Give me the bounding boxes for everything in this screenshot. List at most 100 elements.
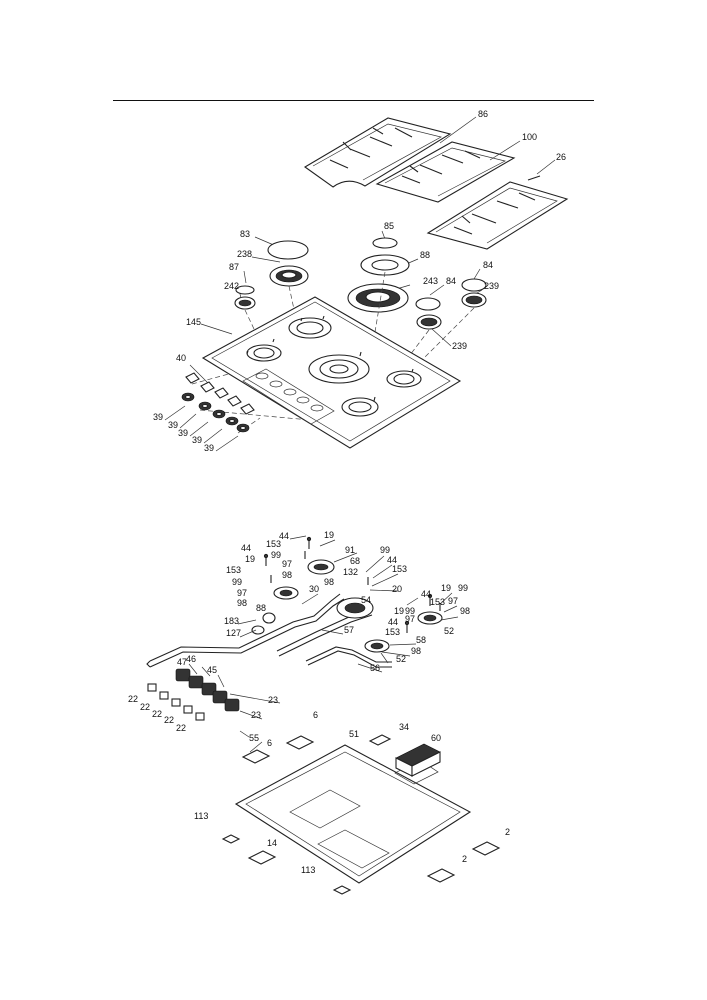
callout-b99b: 99 <box>271 550 281 560</box>
callout-b99d: 99 <box>458 583 468 593</box>
callout-b45: 45 <box>207 665 217 675</box>
callout-b22e: 22 <box>176 723 186 733</box>
callout-b97d: 97 <box>405 614 415 624</box>
callout-b22d: 22 <box>164 715 174 725</box>
callout-b52a: 52 <box>444 626 454 636</box>
callout-c84b: 84 <box>446 276 456 286</box>
callout-b153c: 153 <box>392 564 407 574</box>
callout-b99c: 99 <box>232 577 242 587</box>
callout-b98e: 98 <box>411 646 421 656</box>
burner-head-243 <box>347 283 409 313</box>
burner-cap-87 <box>235 285 255 295</box>
callout-b132: 132 <box>343 567 358 577</box>
callout-c39d: 39 <box>192 435 202 445</box>
callout-b44a: 44 <box>279 531 289 541</box>
callout-b46: 46 <box>186 654 196 664</box>
callout-b2a: 2 <box>505 827 510 837</box>
cooktop-145 <box>201 296 462 449</box>
callout-b19c: 19 <box>441 583 451 593</box>
callout-b113a: 113 <box>194 811 208 821</box>
callout-b54: 54 <box>361 595 371 605</box>
callout-b99a: 99 <box>380 545 390 555</box>
burner-cap-85 <box>372 237 398 249</box>
igniter-block-60 <box>395 743 441 777</box>
burner-cap-83 <box>267 240 309 260</box>
burner-cap-84b <box>415 297 441 311</box>
ring-88 <box>360 254 410 276</box>
brackets <box>221 734 501 895</box>
callout-b20: 20 <box>392 584 402 594</box>
callout-b57: 57 <box>344 625 354 635</box>
callout-b47: 47 <box>177 657 187 667</box>
callout-b6b: 6 <box>267 738 272 748</box>
callout-b14: 14 <box>267 838 277 848</box>
callout-b97c: 97 <box>448 596 458 606</box>
callout-b99e: 99 <box>405 606 415 616</box>
callout-b19a: 19 <box>324 530 334 540</box>
callout-b30: 30 <box>309 584 319 594</box>
callout-b44c: 44 <box>387 555 397 565</box>
callout-b153d: 153 <box>430 597 445 607</box>
callout-b44b: 44 <box>241 543 251 553</box>
callout-c39e: 39 <box>204 443 214 453</box>
callout-b153e: 153 <box>385 627 400 637</box>
callout-b60: 60 <box>431 733 441 743</box>
callout-b98c: 98 <box>237 598 247 608</box>
callout-c83: 83 <box>240 229 250 239</box>
callout-b127: 127 <box>226 628 241 638</box>
callout-b91: 91 <box>345 545 355 555</box>
callout-c84a: 84 <box>483 260 493 270</box>
callout-c100: 100 <box>522 132 537 142</box>
callout-c39a: 39 <box>153 412 163 422</box>
knob-set-40 <box>185 372 255 415</box>
callout-c88: 88 <box>420 250 430 260</box>
callout-b2b: 2 <box>462 854 467 864</box>
callout-b153b: 153 <box>226 565 241 575</box>
callout-b58: 58 <box>416 635 426 645</box>
callout-b98a: 98 <box>282 570 292 580</box>
callout-c26: 26 <box>556 152 566 162</box>
top-axes <box>191 271 475 434</box>
callout-c86: 86 <box>478 109 488 119</box>
screws-bottom <box>263 536 441 633</box>
callout-b153a: 153 <box>266 539 281 549</box>
burner-head-239b <box>416 314 442 330</box>
bottom-leaders <box>188 535 459 753</box>
burner-head-242 <box>234 296 256 310</box>
callout-b6a: 6 <box>313 710 318 720</box>
callout-b55: 55 <box>249 733 259 743</box>
callout-b34: 34 <box>399 722 409 732</box>
callout-c239a: 239 <box>484 281 499 291</box>
callout-b98b: 98 <box>324 577 334 587</box>
callout-b19d: 19 <box>394 606 404 616</box>
callout-b44d: 44 <box>421 589 431 599</box>
callout-b88: 88 <box>256 603 266 613</box>
callout-b22a: 22 <box>128 694 138 704</box>
callout-b23a: 23 <box>268 695 278 705</box>
callout-b23b: 23 <box>251 710 261 720</box>
callout-b44e: 44 <box>388 617 398 627</box>
callout-c40: 40 <box>176 353 186 363</box>
callout-b51: 51 <box>349 729 359 739</box>
bezel-set-39 <box>181 392 250 433</box>
callout-c243: 243 <box>423 276 438 286</box>
callout-c238: 238 <box>237 249 252 259</box>
burner-head-239a <box>461 292 487 308</box>
callout-c239b: 239 <box>452 341 467 351</box>
pan-support-26 <box>426 175 569 250</box>
callout-b183: 183 <box>224 616 239 626</box>
base-tray-51 <box>234 744 472 884</box>
callout-c145: 145 <box>186 317 201 327</box>
callout-c39b: 39 <box>168 420 178 430</box>
callout-b22c: 22 <box>152 709 162 719</box>
callout-b52b: 52 <box>396 654 406 664</box>
pan-support-100 <box>375 141 516 203</box>
callout-c242: 242 <box>224 281 239 291</box>
callout-b19b: 19 <box>245 554 255 564</box>
callout-b113b: 113 <box>301 865 315 875</box>
burner-cap-84a <box>461 278 487 292</box>
callout-c87: 87 <box>229 262 239 272</box>
